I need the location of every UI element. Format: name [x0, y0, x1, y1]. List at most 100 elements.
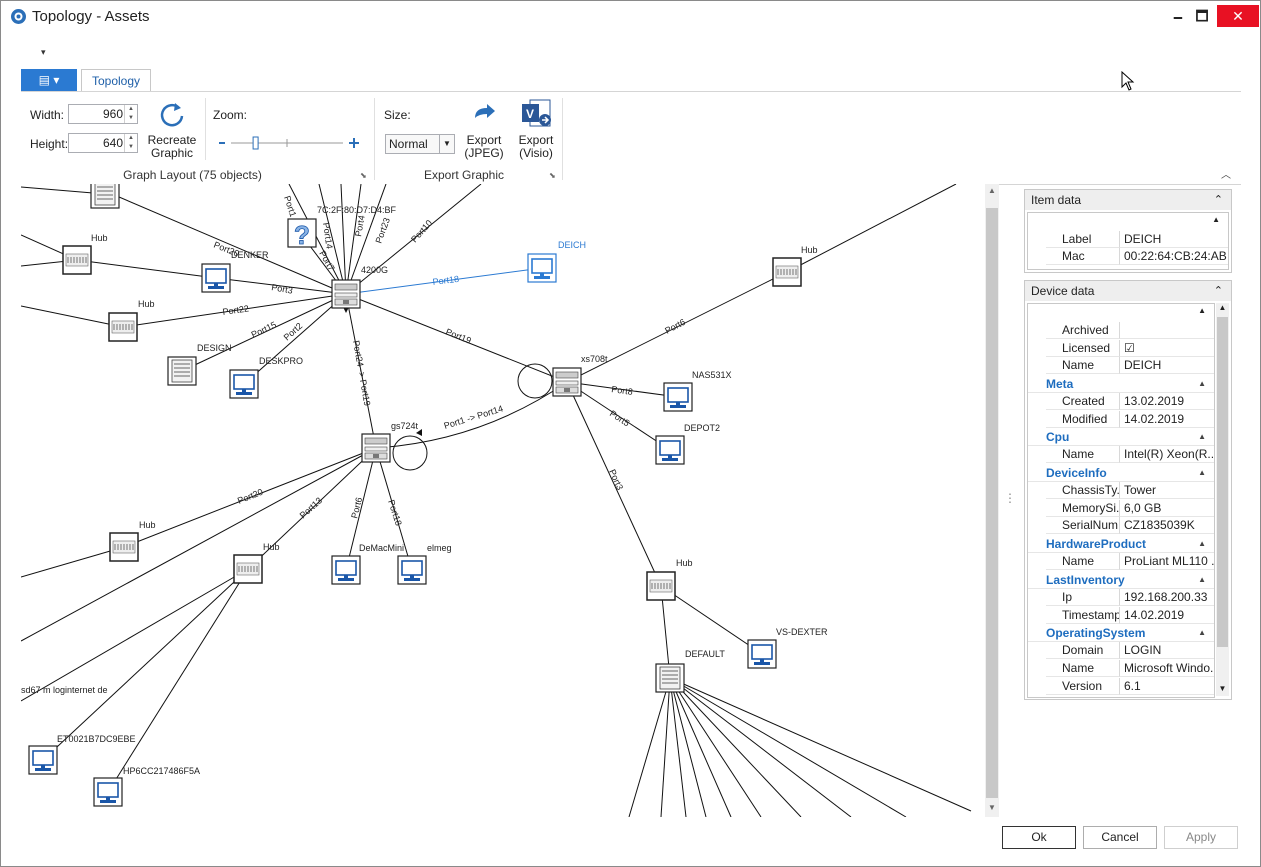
collapse-double-chevron-icon[interactable]: ⌃ — [1213, 285, 1223, 297]
collapse-icon[interactable]: ▲ — [1198, 378, 1206, 388]
close-button[interactable]: ✕ — [1217, 5, 1259, 27]
topology-graph[interactable]: Port1 Port14 Port7 Port4 Port23 Port10 7… — [21, 184, 999, 817]
export-visio-button[interactable]: V Export (Visio) — [513, 98, 559, 160]
property-key: Ip — [1046, 589, 1120, 606]
property-category[interactable]: Cpu ▲ — [1028, 428, 1214, 447]
zoom-slider[interactable] — [217, 136, 361, 150]
property-value: 6,0 GB — [1120, 500, 1214, 517]
export-jpeg-button[interactable]: Export (JPEG) — [461, 98, 507, 160]
property-category[interactable]: Meta▲ — [1028, 375, 1214, 393]
node-label: 7C:2F:80:D7:D4:BF — [317, 205, 397, 215]
property-category[interactable]: HardwareProduct▲ — [1028, 535, 1214, 553]
property-row[interactable]: ChassisTy...Tower — [1028, 482, 1214, 500]
width-spinner-icon[interactable]: ▲▼ — [124, 105, 137, 123]
property-value: 14.02.2019 — [1120, 607, 1214, 624]
dialog-launcher-icon[interactable]: ⬊ — [360, 171, 367, 180]
collapse-double-chevron-icon[interactable]: ⌃ — [1213, 194, 1223, 206]
edge-labels: Port1 Port14 Port7 Port4 Port23 Port10 7… — [21, 195, 828, 776]
property-row[interactable]: Archived — [1028, 322, 1214, 339]
height-label: Height: — [30, 137, 69, 151]
size-select[interactable]: Normal ▼ — [385, 134, 455, 154]
property-category[interactable]: DeviceInfo ▲ — [1028, 464, 1214, 482]
collapse-icon[interactable]: ▲ — [1198, 574, 1206, 584]
globe-network-icon — [11, 9, 26, 24]
edge-label: Port5 — [608, 408, 631, 428]
collapse-icon[interactable]: ▲ — [1212, 215, 1220, 224]
edge-label: Port1 -> Port14 — [443, 403, 505, 430]
collapse-icon[interactable]: ▲ — [1198, 468, 1206, 477]
scrollbar-thumb[interactable] — [1217, 317, 1228, 647]
property-value: CZ1835039K — [1120, 517, 1214, 535]
edge-label: Port14 — [321, 222, 335, 250]
export-arrow-icon — [475, 104, 495, 118]
edge-label: Port6 — [663, 317, 687, 336]
device-grid-scrollbar[interactable]: ▲ ▼ — [1216, 303, 1229, 696]
minimize-button[interactable]: 🗕 — [1173, 8, 1183, 24]
collapse-ribbon-icon[interactable]: ︿ — [1221, 170, 1231, 181]
category-label: DeviceInfo — [1046, 466, 1107, 480]
item-data-header: Item data ⌃ — [1025, 190, 1231, 210]
edge-label: Port15 — [250, 320, 278, 340]
collapse-icon[interactable]: ▲ — [1198, 539, 1206, 548]
switch-node-icon — [552, 367, 582, 397]
tab-topology[interactable]: Topology — [81, 69, 151, 92]
category-label: OperatingSystem — [1046, 626, 1146, 641]
property-category[interactable]: LastInventory▲ — [1028, 571, 1214, 589]
category-label: Cpu — [1046, 430, 1070, 445]
scroll-up-icon[interactable]: ▲ — [988, 186, 996, 195]
node-label: gs724t — [391, 421, 419, 431]
collapse-icon[interactable]: ▲ — [1198, 628, 1206, 638]
width-input[interactable]: 960 ▲▼ — [68, 104, 138, 124]
topology-canvas[interactable]: Port1 Port14 Port7 Port4 Port23 Port10 7… — [21, 184, 999, 817]
property-row[interactable]: MemorySi...6,0 GB — [1028, 499, 1214, 517]
graph-nodes[interactable]: ? — [28, 184, 802, 807]
computer-node-icon — [331, 555, 361, 585]
maximize-button[interactable]: 🗖 — [1195, 8, 1209, 24]
panel-splitter-handle[interactable]: ⋮ — [1004, 491, 1016, 505]
property-row[interactable]: Licensed☑ — [1028, 339, 1214, 357]
cancel-button[interactable]: Cancel — [1083, 826, 1157, 849]
file-menu-button[interactable]: ▤ ▾ — [21, 69, 77, 91]
svg-text:?: ? — [294, 220, 310, 250]
property-key: Version — [1046, 677, 1120, 695]
property-key: SerialNum... — [1046, 517, 1120, 535]
property-key: Modified — [1046, 410, 1120, 428]
ok-button[interactable]: Ok — [1002, 826, 1076, 849]
property-value: 14.02.2019 — [1120, 411, 1214, 428]
property-category[interactable]: OperatingSystem ▲ — [1028, 624, 1214, 643]
edge-label: Port18 — [432, 274, 460, 287]
apply-button[interactable]: Apply — [1164, 826, 1238, 849]
recreate-graphic-button[interactable]: Recreate Graphic — [147, 98, 197, 160]
node-label: DEICH — [558, 240, 586, 250]
quick-access-dropdown[interactable]: ▾ — [41, 47, 46, 57]
property-row[interactable]: SerialNum...CZ1835039K — [1028, 517, 1214, 535]
scroll-down-icon[interactable]: ▼ — [988, 803, 996, 812]
property-value: 13.02.2019 — [1120, 393, 1214, 410]
scrollbar-thumb[interactable] — [986, 208, 998, 798]
height-spinner-icon[interactable]: ▲▼ — [124, 134, 137, 152]
collapse-icon[interactable]: ▲ — [1198, 432, 1206, 442]
property-key: Created — [1046, 393, 1120, 410]
dialog-launcher-icon[interactable]: ⬊ — [549, 171, 556, 180]
selected-edge — [345, 267, 543, 295]
export-visio-label: Export (Visio) — [518, 133, 554, 160]
height-input[interactable]: 640 ▲▼ — [68, 133, 138, 153]
canvas-scrollbar[interactable]: ▲ ▼ — [985, 184, 999, 817]
scroll-up-icon[interactable]: ▲ — [1218, 303, 1227, 312]
scroll-down-icon[interactable]: ▼ — [1218, 684, 1227, 693]
collapse-icon[interactable]: ▲ — [1198, 306, 1206, 315]
edge-label: Port18 — [386, 499, 404, 527]
